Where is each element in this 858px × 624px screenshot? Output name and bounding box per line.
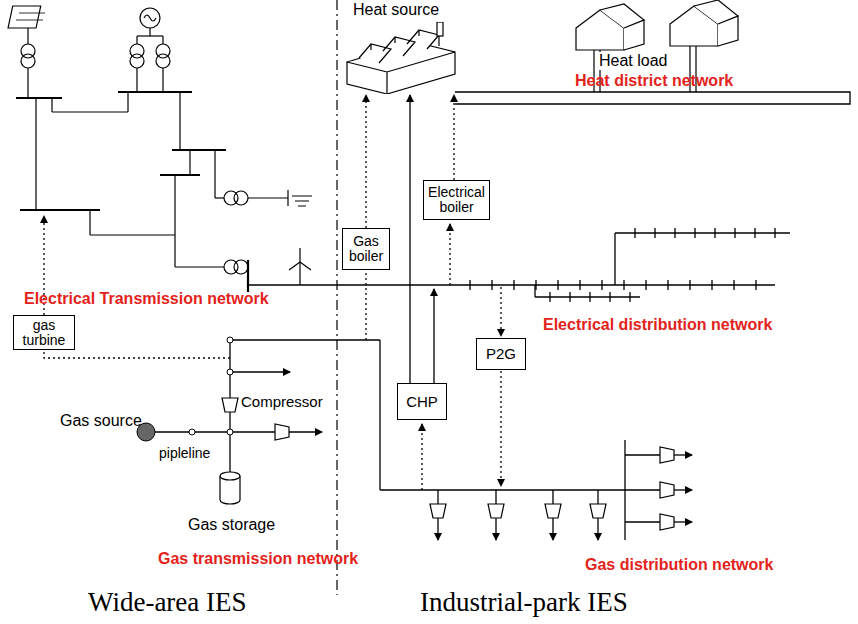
node-label: P2G [486, 346, 516, 362]
node-label: gas turbine [18, 318, 70, 347]
part-label: Compressor [240, 394, 324, 411]
energy-flow-arrow [365, 95, 366, 228]
part-label: Gas storage [188, 516, 275, 534]
part-label: pipleline [158, 446, 211, 461]
heat-source-symbol [345, 22, 460, 94]
energy-flow-arrow [409, 95, 410, 383]
gas-boiler-box: Gas boiler [342, 228, 390, 270]
node-label: Heat source [345, 2, 460, 19]
gas-turbine-box: gas turbine [13, 315, 75, 350]
part-label: Heat load [598, 52, 669, 70]
network-title: Electrical distribution network [543, 316, 772, 334]
energy-flow-arrow [453, 95, 454, 180]
node-label: Electrical boiler [428, 185, 485, 214]
electrical-boiler-box: Electrical boiler [423, 180, 490, 220]
network-title: Gas distribution network [585, 556, 773, 574]
network-title: Gas transmission network [158, 550, 358, 568]
chp-box: CHP [397, 383, 447, 420]
node-label: Gas boiler [347, 234, 385, 263]
bus-ticks [470, 228, 775, 302]
p2g-box: P2G [476, 338, 526, 370]
region-title: Industrial-park IES [420, 588, 628, 618]
heat-source: Heat source [345, 2, 460, 94]
node-label: CHP [406, 394, 438, 410]
region-title: Wide-area IES [88, 588, 247, 618]
part-label: Gas source [60, 412, 142, 430]
network-title: Electrical Transmission network [24, 290, 269, 308]
network-title: Heat district network [575, 72, 733, 90]
